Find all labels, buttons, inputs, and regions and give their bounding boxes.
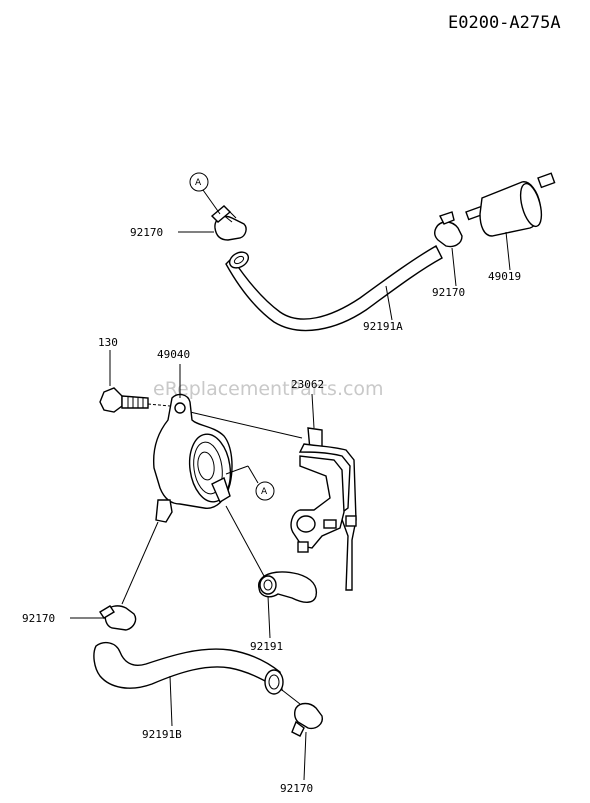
label-fuel-filter: 49019 bbox=[488, 270, 521, 283]
clamp-top-right bbox=[433, 211, 463, 248]
label-clamp-bottom: 92170 bbox=[280, 782, 313, 795]
watermark: eReplacementParts.com bbox=[153, 378, 384, 400]
reference-a-top: A bbox=[189, 172, 221, 215]
svg-text:A: A bbox=[261, 487, 268, 497]
label-hose-short: 92191 bbox=[250, 640, 283, 653]
label-clamp-top-right: 92170 bbox=[432, 286, 465, 299]
label-fuel-pump: 49040 bbox=[157, 348, 190, 361]
diagram-code: E0200-A275A bbox=[448, 13, 561, 33]
hose-92191 bbox=[225, 505, 318, 603]
reference-a-lower: A bbox=[247, 465, 275, 501]
label-bolt: 130 bbox=[98, 336, 118, 349]
label-clamp-left: 92170 bbox=[22, 612, 55, 625]
label-bracket: 23062 bbox=[291, 378, 324, 391]
fuel-filter-49019 bbox=[465, 172, 556, 237]
hose-92191b bbox=[93, 641, 284, 695]
label-hose-top: 92191A bbox=[363, 320, 403, 333]
bolt-130 bbox=[99, 387, 149, 413]
hose-92191a bbox=[225, 245, 443, 332]
svg-text:A: A bbox=[195, 178, 202, 188]
fuel-pump-49040 bbox=[152, 393, 249, 523]
clamp-bottom bbox=[281, 689, 323, 737]
label-clamp-top-left: 92170 bbox=[130, 226, 163, 239]
clamp-top-left bbox=[210, 205, 247, 241]
bracket-23062 bbox=[290, 427, 357, 591]
label-hose-bottom: 92191B bbox=[142, 728, 182, 741]
clamp-left bbox=[99, 521, 159, 631]
